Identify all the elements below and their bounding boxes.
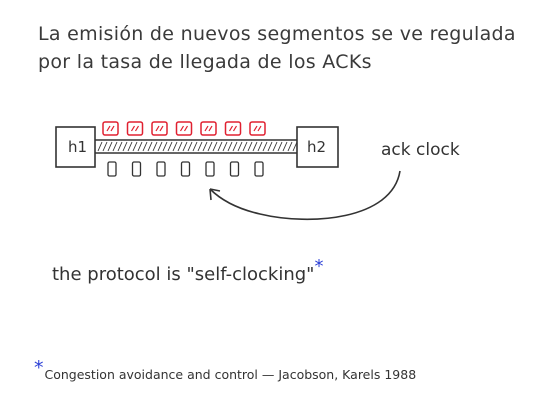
hatch-stroke	[282, 141, 288, 152]
hatch-stroke	[167, 141, 173, 152]
ack-segment	[131, 161, 142, 177]
ack-segments	[107, 161, 264, 177]
hatch-stroke	[207, 141, 213, 152]
hatch-stroke	[142, 141, 148, 152]
host-h1-box	[55, 126, 96, 168]
hatch-stroke	[112, 141, 118, 152]
ack-segment	[156, 161, 166, 177]
data-segment	[151, 121, 168, 136]
hatch-stroke	[202, 141, 208, 152]
hatch-stroke	[292, 141, 298, 152]
ack-segment	[205, 161, 215, 177]
heading-line-1: La emisión de nuevos segmentos se ve reg…	[38, 23, 516, 45]
hatch-stroke	[162, 141, 168, 152]
hatch-stroke	[277, 141, 283, 152]
data-segment	[249, 121, 266, 136]
reference-footnote: *Congestion avoidance and control — Jaco…	[34, 357, 417, 384]
footnote-asterisk-icon: *	[34, 357, 44, 379]
heading-line-2: por la tasa de llegada de los ACKs	[38, 51, 372, 73]
data-segment	[224, 121, 242, 136]
hatch-stroke	[182, 141, 188, 152]
hatch-stroke	[107, 141, 113, 152]
arrow-head-icon	[209, 188, 221, 201]
hatch-stroke	[222, 141, 228, 152]
slide-heading: La emisión de nuevos segmentos se ve reg…	[38, 20, 516, 76]
hatch-stroke	[152, 141, 158, 152]
hatch-stroke	[257, 141, 263, 152]
host-h2-label: h2	[307, 138, 326, 156]
ack-segment	[107, 161, 117, 177]
hatch-stroke	[227, 141, 233, 152]
hatch-stroke	[267, 141, 273, 152]
asterisk-icon: *	[314, 256, 324, 277]
hatch-stroke	[232, 141, 238, 152]
hatch-stroke	[252, 141, 258, 152]
host-h1-label: h1	[68, 138, 87, 156]
data-segments	[102, 121, 266, 136]
hatch-stroke	[272, 141, 278, 152]
hatch-stroke	[122, 141, 128, 152]
hatch-stroke	[197, 141, 203, 152]
data-segment	[102, 121, 119, 136]
ack-clock-label: ack clock	[381, 140, 460, 160]
data-segment	[126, 121, 144, 136]
footnote-text: Congestion avoidance and control — Jacob…	[44, 367, 417, 382]
hatch-stroke	[172, 141, 178, 152]
hatch-stroke	[102, 141, 108, 152]
data-segment	[175, 121, 193, 136]
hatch-stroke	[192, 141, 198, 152]
link-hatching	[97, 141, 298, 152]
hatch-stroke	[117, 141, 123, 152]
data-segment	[200, 121, 217, 136]
ack-segment	[229, 161, 240, 177]
hatch-stroke	[217, 141, 223, 152]
ack-segment	[254, 161, 264, 177]
host-h2-box	[296, 126, 339, 168]
hatch-stroke	[212, 141, 218, 152]
self-clocking-claim: the protocol is "self-clocking"*	[52, 256, 323, 285]
ack-segment	[180, 161, 191, 177]
hatch-stroke	[97, 141, 103, 152]
hatch-stroke	[247, 141, 253, 152]
hatch-stroke	[287, 141, 293, 152]
link	[95, 139, 298, 154]
hatch-stroke	[127, 141, 133, 152]
claim-text: the protocol is "self-clocking"	[52, 264, 315, 285]
hatch-stroke	[242, 141, 248, 152]
hatch-stroke	[177, 141, 183, 152]
hatch-stroke	[262, 141, 268, 152]
ack-return-arrow	[209, 170, 401, 221]
hatch-stroke	[132, 141, 138, 152]
hatch-stroke	[157, 141, 163, 152]
hatch-stroke	[137, 141, 143, 152]
hatch-stroke	[237, 141, 243, 152]
hatch-stroke	[147, 141, 153, 152]
hatch-stroke	[187, 141, 193, 152]
